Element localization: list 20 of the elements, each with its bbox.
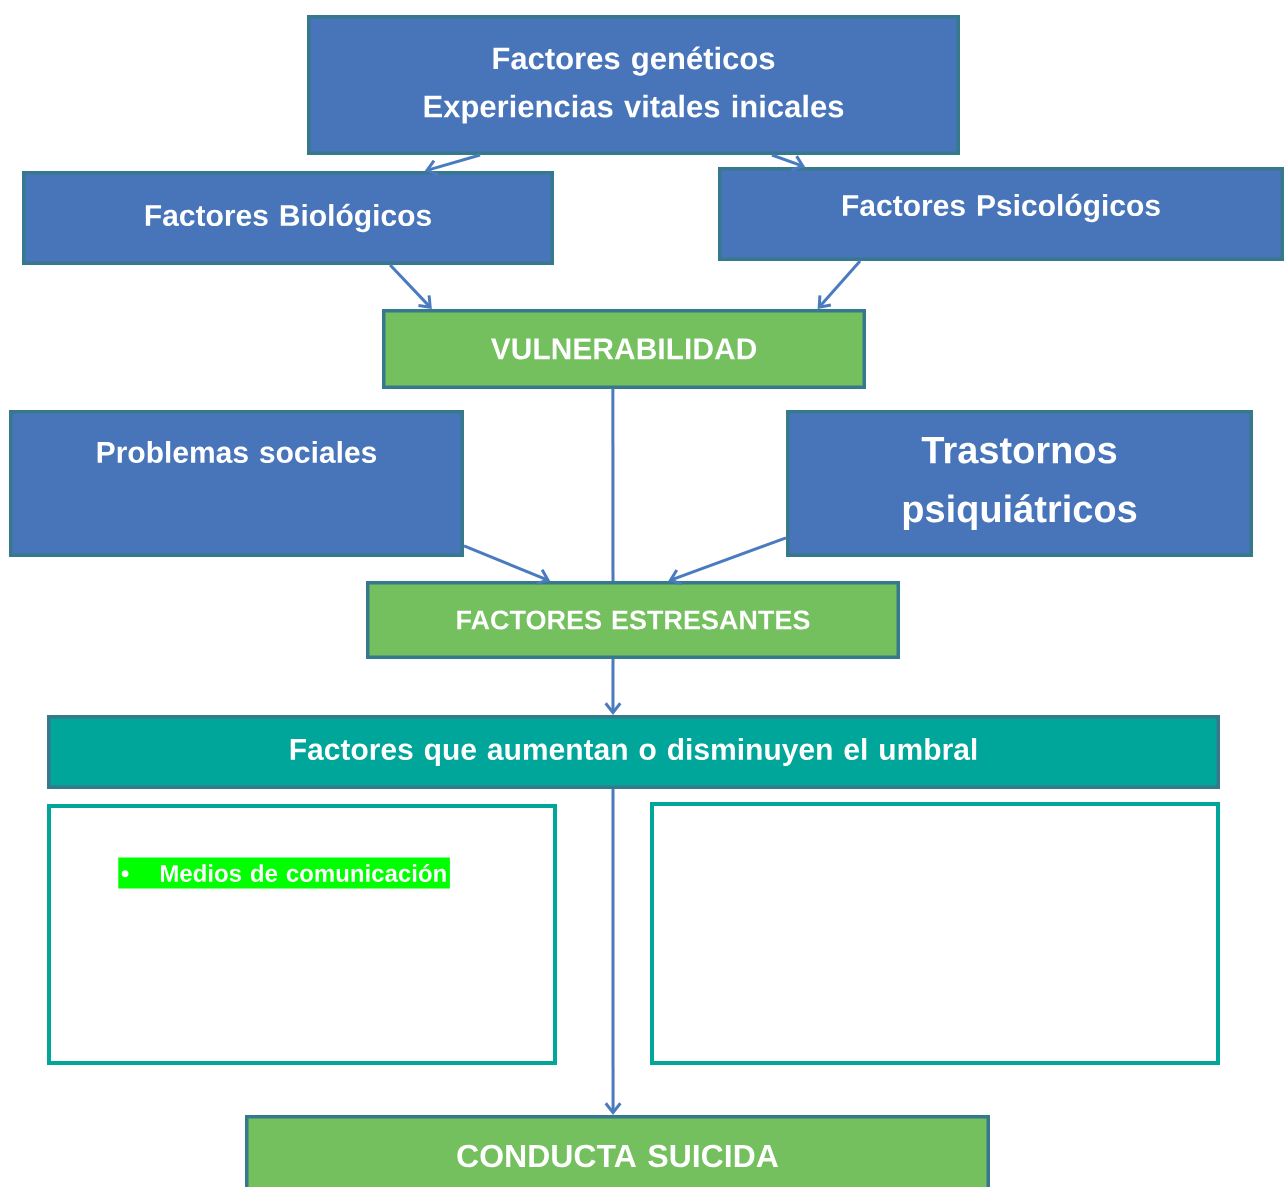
arrow bbox=[771, 153, 806, 172]
stage-box: VULNERABILIDAD bbox=[382, 309, 866, 389]
factor-box: Factores Biológicos bbox=[22, 171, 554, 265]
arrow bbox=[463, 544, 551, 585]
arrow bbox=[604, 659, 622, 715]
arrow bbox=[668, 536, 787, 586]
factor-box: Factores Psicológicos bbox=[718, 167, 1284, 261]
factor-box: Trastornos psiquiátricos bbox=[786, 410, 1253, 557]
result-box: CONDUCTA SUICIDA bbox=[245, 1115, 990, 1187]
empty-box bbox=[650, 802, 1220, 1065]
arrow bbox=[604, 789, 622, 1115]
list-box: • Medios de comunicación bbox=[47, 804, 557, 1065]
arrow bbox=[817, 260, 862, 309]
arrow bbox=[424, 153, 481, 177]
stage-box: FACTORES ESTRESANTES bbox=[366, 581, 900, 659]
arrow bbox=[389, 263, 432, 309]
factor-box: Problemas sociales bbox=[9, 410, 464, 557]
header-bar: Factores que aumentan o disminuyen el umbral bbox=[47, 715, 1220, 789]
factor-box: Factores genéticos Experiencias vitales inicales bbox=[307, 15, 960, 155]
connector-line bbox=[611, 389, 615, 581]
